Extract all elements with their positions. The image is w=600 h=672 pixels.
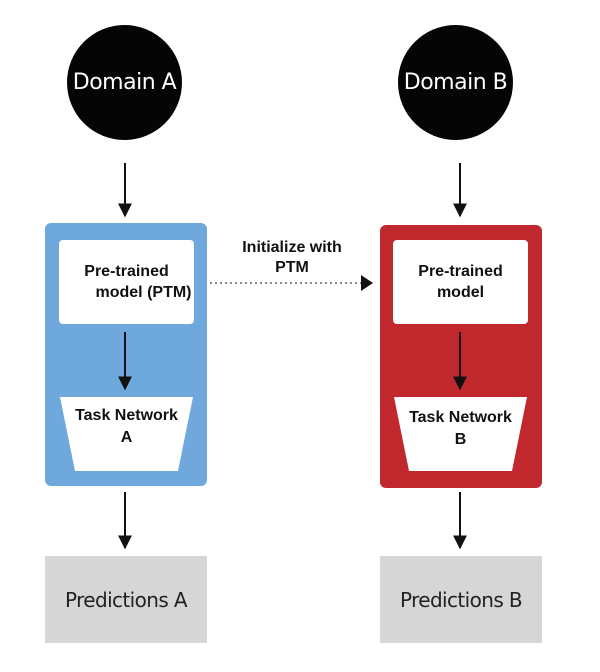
domain-b-label: Domain B: [403, 70, 508, 95]
domain-b-node: Domain B: [398, 25, 513, 140]
domain-a-node: Domain A: [67, 25, 182, 140]
task-network-b-label: Task Network B: [394, 407, 527, 451]
predictions-b-box: Predictions B: [380, 556, 542, 643]
task-network-b-shape: [394, 397, 527, 471]
initialize-label-line1: Initialize with: [242, 239, 342, 256]
pretrained-model-b-label-line1: Pre-trained: [418, 263, 503, 280]
predictions-a-label: Predictions A: [64, 587, 188, 612]
pretrained-model-b-label-line2: model: [436, 284, 485, 301]
pretrained-model-b-box: Pre-trained model: [393, 240, 528, 324]
task-network-a-label-line2: A: [120, 429, 133, 446]
task-network-a-label-line1: Task Network: [75, 407, 178, 424]
predictions-a-box: Predictions A: [45, 556, 207, 643]
initialize-label-line2: PTM: [275, 259, 309, 276]
task-network-a-label: Task Network A: [60, 405, 193, 449]
pretrained-model-a-box: Pre-trained model (PTM): [59, 240, 194, 324]
task-network-a-shape: [60, 397, 193, 471]
initialize-arrowhead: [361, 275, 373, 291]
pretrained-model-a-label-line2: model (PTM): [95, 284, 192, 301]
domain-a-label: Domain A: [72, 70, 177, 95]
task-network-b-label-line1: Task Network: [409, 409, 512, 426]
task-network-b-label-line2: B: [454, 431, 467, 448]
predictions-b-label: Predictions B: [399, 587, 523, 612]
pretrained-model-a-label-line1: Pre-trained: [84, 263, 169, 280]
initialize-label: Initialize with PTM: [222, 238, 362, 278]
